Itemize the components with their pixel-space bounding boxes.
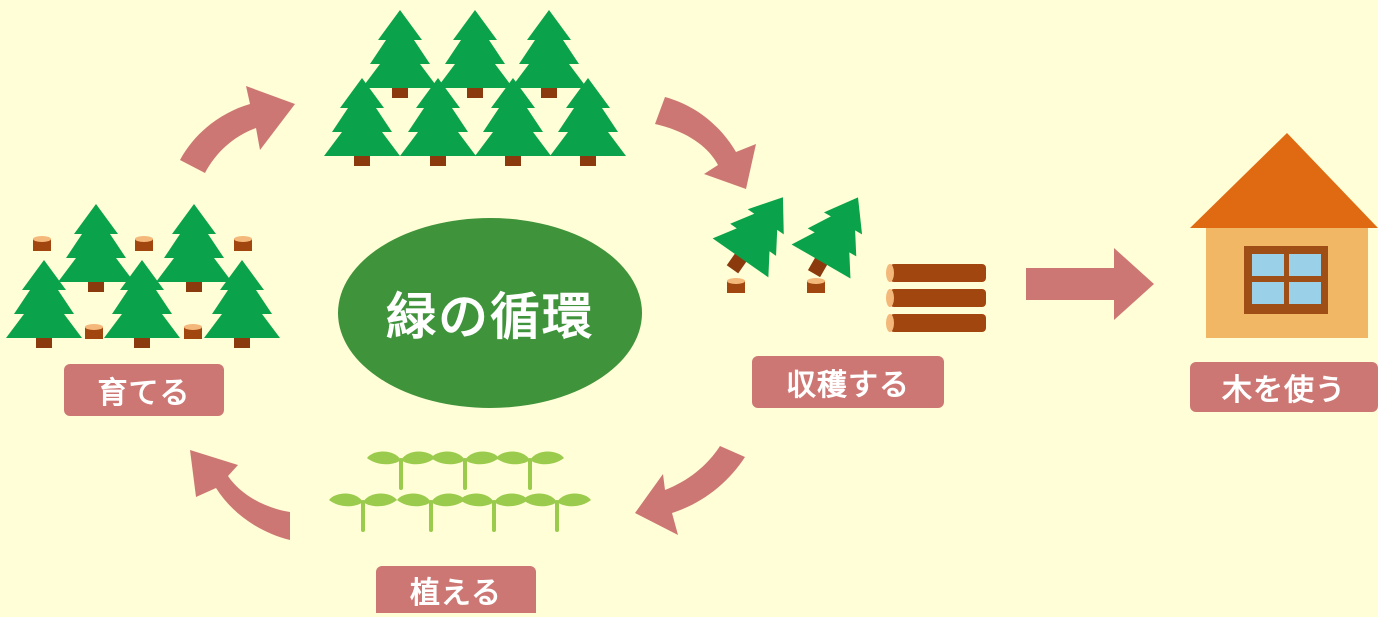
- stump-icon: [33, 236, 51, 251]
- arrow-grow-to-forest-icon: [180, 86, 295, 173]
- seedling-icon: [494, 449, 566, 490]
- harvest-scene: [712, 197, 986, 332]
- tree-icon: [400, 78, 476, 166]
- label-plant: 植える: [376, 566, 536, 613]
- tree-icon: [475, 78, 551, 166]
- seedling-icon: [458, 491, 530, 532]
- cycle-arrows: [180, 86, 756, 540]
- seedling-icon: [365, 449, 437, 490]
- center-ellipse: [338, 218, 642, 408]
- tree-icon: [156, 204, 232, 292]
- stump-icon: [807, 278, 825, 293]
- tree-icon: [550, 78, 626, 166]
- seedling-icon: [395, 491, 467, 532]
- arrow-to-house-icon: [1026, 248, 1154, 320]
- stump-icon: [727, 278, 745, 293]
- seedling-icon: [327, 491, 399, 532]
- arrow-plant-to-grow-icon: [190, 450, 290, 540]
- tree-icon: [324, 78, 400, 166]
- tree-icon: [58, 204, 134, 292]
- arrow-harvest-to-plant-icon: [635, 446, 745, 535]
- mature-forest: [324, 10, 626, 166]
- house-icon: [1190, 133, 1378, 338]
- seedling-icon: [429, 449, 501, 490]
- label-harvest: 収穫する: [752, 356, 944, 408]
- stump-icon: [135, 236, 153, 251]
- stump-icon: [85, 324, 103, 339]
- felled-tree-icon: [712, 197, 784, 278]
- young-forest: [6, 204, 280, 348]
- tree-icon: [437, 10, 513, 98]
- seedling-icon: [521, 491, 593, 532]
- arrow-forest-to-harvest-icon: [655, 97, 756, 189]
- tree-icon: [511, 10, 587, 98]
- seedlings: [327, 449, 593, 532]
- felled-tree-icon: [791, 197, 863, 279]
- label-use-wood: 木を使う: [1190, 362, 1378, 412]
- stump-icon: [184, 324, 202, 339]
- stump-icon: [234, 236, 252, 251]
- label-grow: 育てる: [64, 364, 224, 416]
- center-title: 緑の循環: [386, 288, 594, 346]
- tree-icon: [362, 10, 438, 98]
- log-pile-icon: [886, 264, 986, 332]
